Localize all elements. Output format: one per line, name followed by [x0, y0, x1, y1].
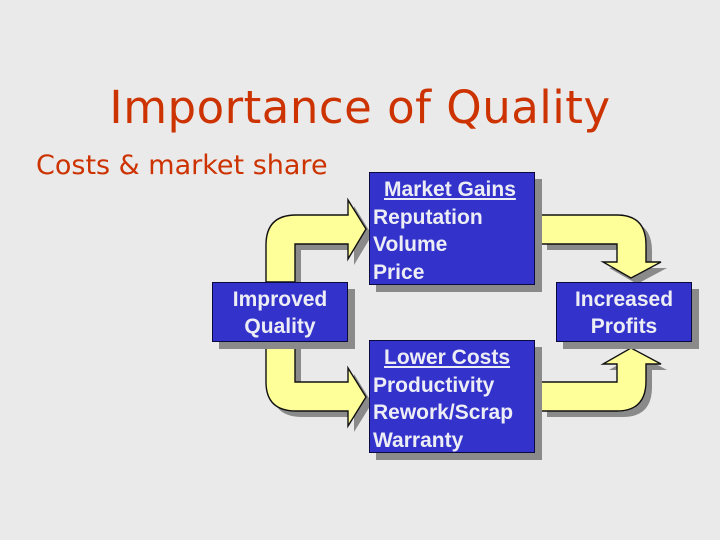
improved-quality-box: Improved Quality	[212, 282, 348, 342]
market-gains-item: Reputation	[373, 205, 483, 229]
lower-costs-item: Productivity	[373, 373, 495, 397]
slide-subtitle: Costs & market share	[36, 150, 328, 181]
arrow-to-lower-costs	[265, 341, 367, 429]
increased-profits-line1: Increased	[574, 288, 674, 311]
slide-title: Importance of Quality	[109, 81, 611, 134]
improved-quality-line1: Improved	[232, 288, 328, 311]
lower-costs-item: Rework/Scrap	[373, 401, 514, 424]
market-gains-box: Market Gains Reputation Volume Price	[369, 172, 535, 285]
market-gains-item: Volume	[373, 233, 448, 256]
arrow-costs-to-profits	[540, 347, 662, 412]
lower-costs-heading: Lower Costs	[384, 346, 511, 369]
arrow-to-market-gains	[265, 197, 367, 283]
increased-profits-line2: Profits	[590, 315, 658, 338]
lower-costs-box: Lower Costs Productivity Rework/Scrap Wa…	[369, 340, 535, 453]
improved-quality-line2: Quality	[244, 315, 316, 338]
lower-costs-item: Warranty	[373, 428, 464, 452]
market-gains-item: Price	[373, 260, 425, 284]
increased-profits-box: Increased Profits	[556, 282, 692, 342]
market-gains-heading: Market Gains	[384, 178, 516, 201]
arrow-market-to-profits	[540, 214, 662, 279]
